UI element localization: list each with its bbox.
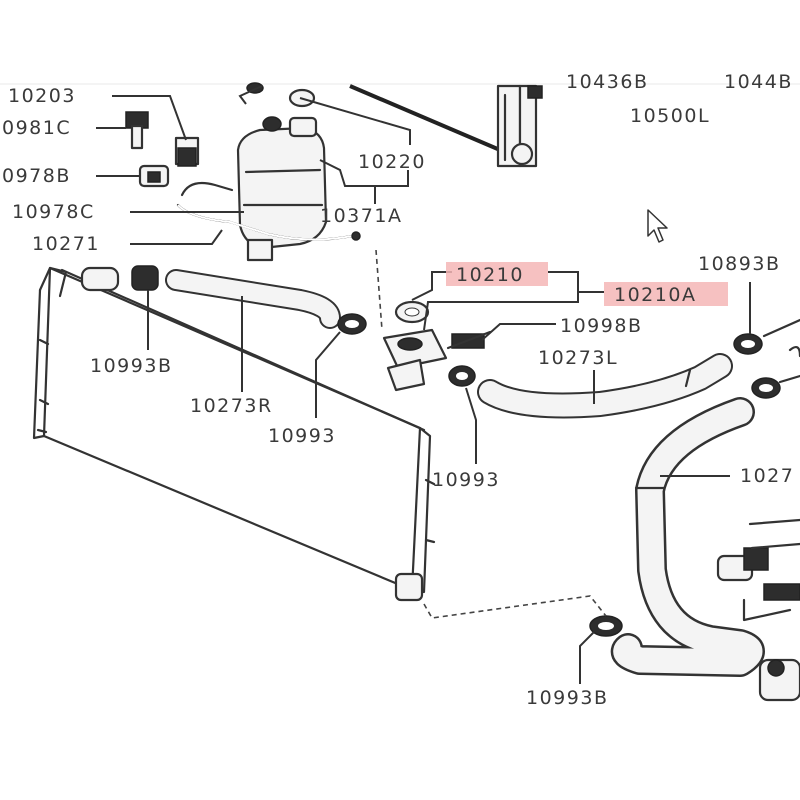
label-10893b: 10893B <box>698 253 780 275</box>
highlight-10210a <box>604 282 728 306</box>
label-10993b-left: 10993B <box>90 355 172 377</box>
radiator-support-rod <box>349 84 543 168</box>
overflow-hose <box>176 181 361 241</box>
label-10978b: 0978B <box>2 165 71 187</box>
bolt-10998b <box>446 330 492 350</box>
upper-hose-10273r <box>80 265 341 329</box>
label-10978c: 10978C <box>12 201 95 223</box>
mouse-pointer-icon <box>647 209 668 243</box>
label-10993-right: 10993 <box>432 469 500 491</box>
clip-10978b <box>138 164 170 188</box>
label-10998b: 10998B <box>560 315 642 337</box>
label-10271: 10271 <box>32 233 100 255</box>
hose-clamp-10993b-bottom <box>589 615 623 637</box>
label-1027x: 1027 <box>740 465 794 487</box>
leader-lines <box>96 85 751 684</box>
label-10993-mid: 10993 <box>268 425 336 447</box>
coolant-reserve-tank <box>236 116 328 262</box>
label-10436b: 10436B <box>566 71 648 93</box>
hose-10273l <box>477 353 733 419</box>
radiator-core <box>32 266 436 602</box>
label-10273l: 10273L <box>538 347 618 369</box>
label-1044b: 1044B <box>724 71 793 93</box>
highlight-10210 <box>446 262 548 286</box>
label-10210a: 10210A <box>614 284 696 306</box>
hose-clamp-10893b <box>733 318 800 399</box>
label-10371a: 10371A <box>320 205 402 227</box>
hose-clamp-10993-right <box>448 365 476 387</box>
bolt-10981c <box>125 111 149 150</box>
radiator-filler-neck <box>382 300 448 392</box>
label-10210: 10210 <box>456 264 524 286</box>
label-10220: 10220 <box>358 151 426 173</box>
label-10273r: 10273R <box>190 395 273 417</box>
hose-clamp-10993-left <box>337 313 367 335</box>
label-10500l: 10500L <box>630 105 710 127</box>
right-edge-fittings <box>716 518 800 702</box>
label-10993b-bottom: 10993B <box>526 687 608 709</box>
reserve-tank-cap <box>174 136 200 167</box>
label-10203: 10203 <box>8 85 76 107</box>
lower-hose <box>610 397 765 677</box>
label-10981c: 0981C <box>2 117 71 139</box>
